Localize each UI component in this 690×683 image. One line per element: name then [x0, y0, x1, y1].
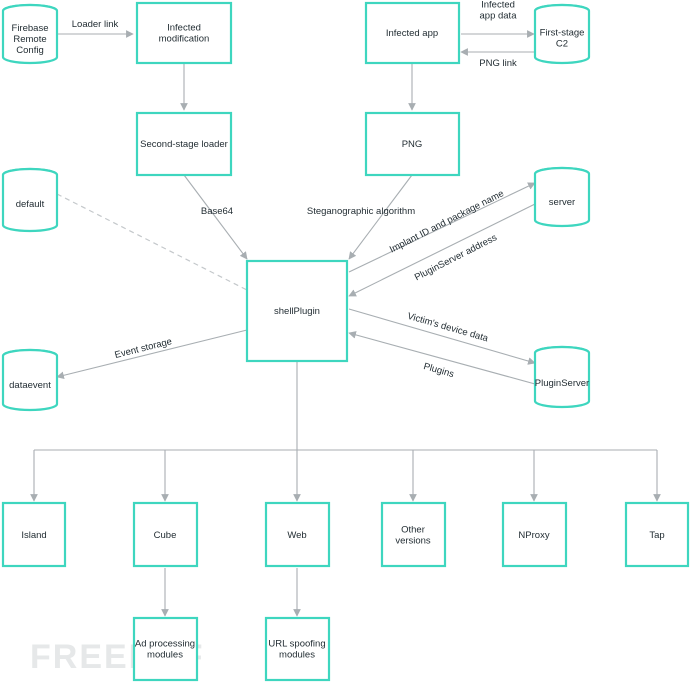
node-infected-app: Infected app [364, 1, 461, 65]
label-plugins: Plugins [422, 361, 455, 380]
node-cube: Cube [132, 501, 199, 568]
node-label: PluginServer [535, 378, 589, 389]
node-label: Cube [154, 530, 177, 541]
node-dataevent: dataevent [1, 348, 59, 412]
node-label: Tap [649, 530, 664, 541]
node-label: dataevent [9, 380, 51, 391]
label-png-link: PNG link [479, 58, 517, 69]
node-png: PNG [364, 111, 461, 177]
edge-loader-shell [183, 174, 248, 260]
label-device-data: Victim's device data [406, 311, 490, 345]
node-server: server [533, 166, 591, 228]
edge-pluginserver-shell [348, 331, 536, 385]
node-label: shellPlugin [274, 306, 320, 317]
edge-png-shell [348, 174, 413, 260]
node-label: server [549, 197, 575, 208]
edge-server-shell [348, 203, 536, 297]
label-event-storage: Event storage [114, 336, 174, 361]
label-base64: Base64 [201, 206, 233, 217]
node-second-stage-loader: Second-stage loader [135, 111, 233, 177]
edge-shell-pluginserver [348, 308, 536, 365]
node-island: Island [1, 501, 67, 568]
node-default: default [1, 167, 59, 233]
node-pluginserver: PluginServer [533, 345, 591, 409]
node-shellplugin: shellPlugin [245, 259, 349, 363]
edge-shell-dataevent [56, 329, 248, 380]
node-nproxy: NProxy [501, 501, 568, 568]
edges [30, 30, 661, 617]
node-label: PNG [402, 139, 423, 150]
node-web: Web [264, 501, 331, 568]
edge-shell-server [348, 182, 536, 273]
node-label: Second-stage loader [140, 139, 228, 150]
node-label: Web [287, 530, 306, 541]
label-loader-link: Loader link [72, 19, 119, 30]
label-stego: Steganographic algorithm [307, 206, 415, 217]
node-label: default [16, 199, 45, 210]
node-label: NProxy [518, 530, 549, 541]
node-tap: Tap [624, 501, 690, 568]
node-label: Island [21, 530, 46, 541]
node-label: Infected app [386, 28, 438, 39]
